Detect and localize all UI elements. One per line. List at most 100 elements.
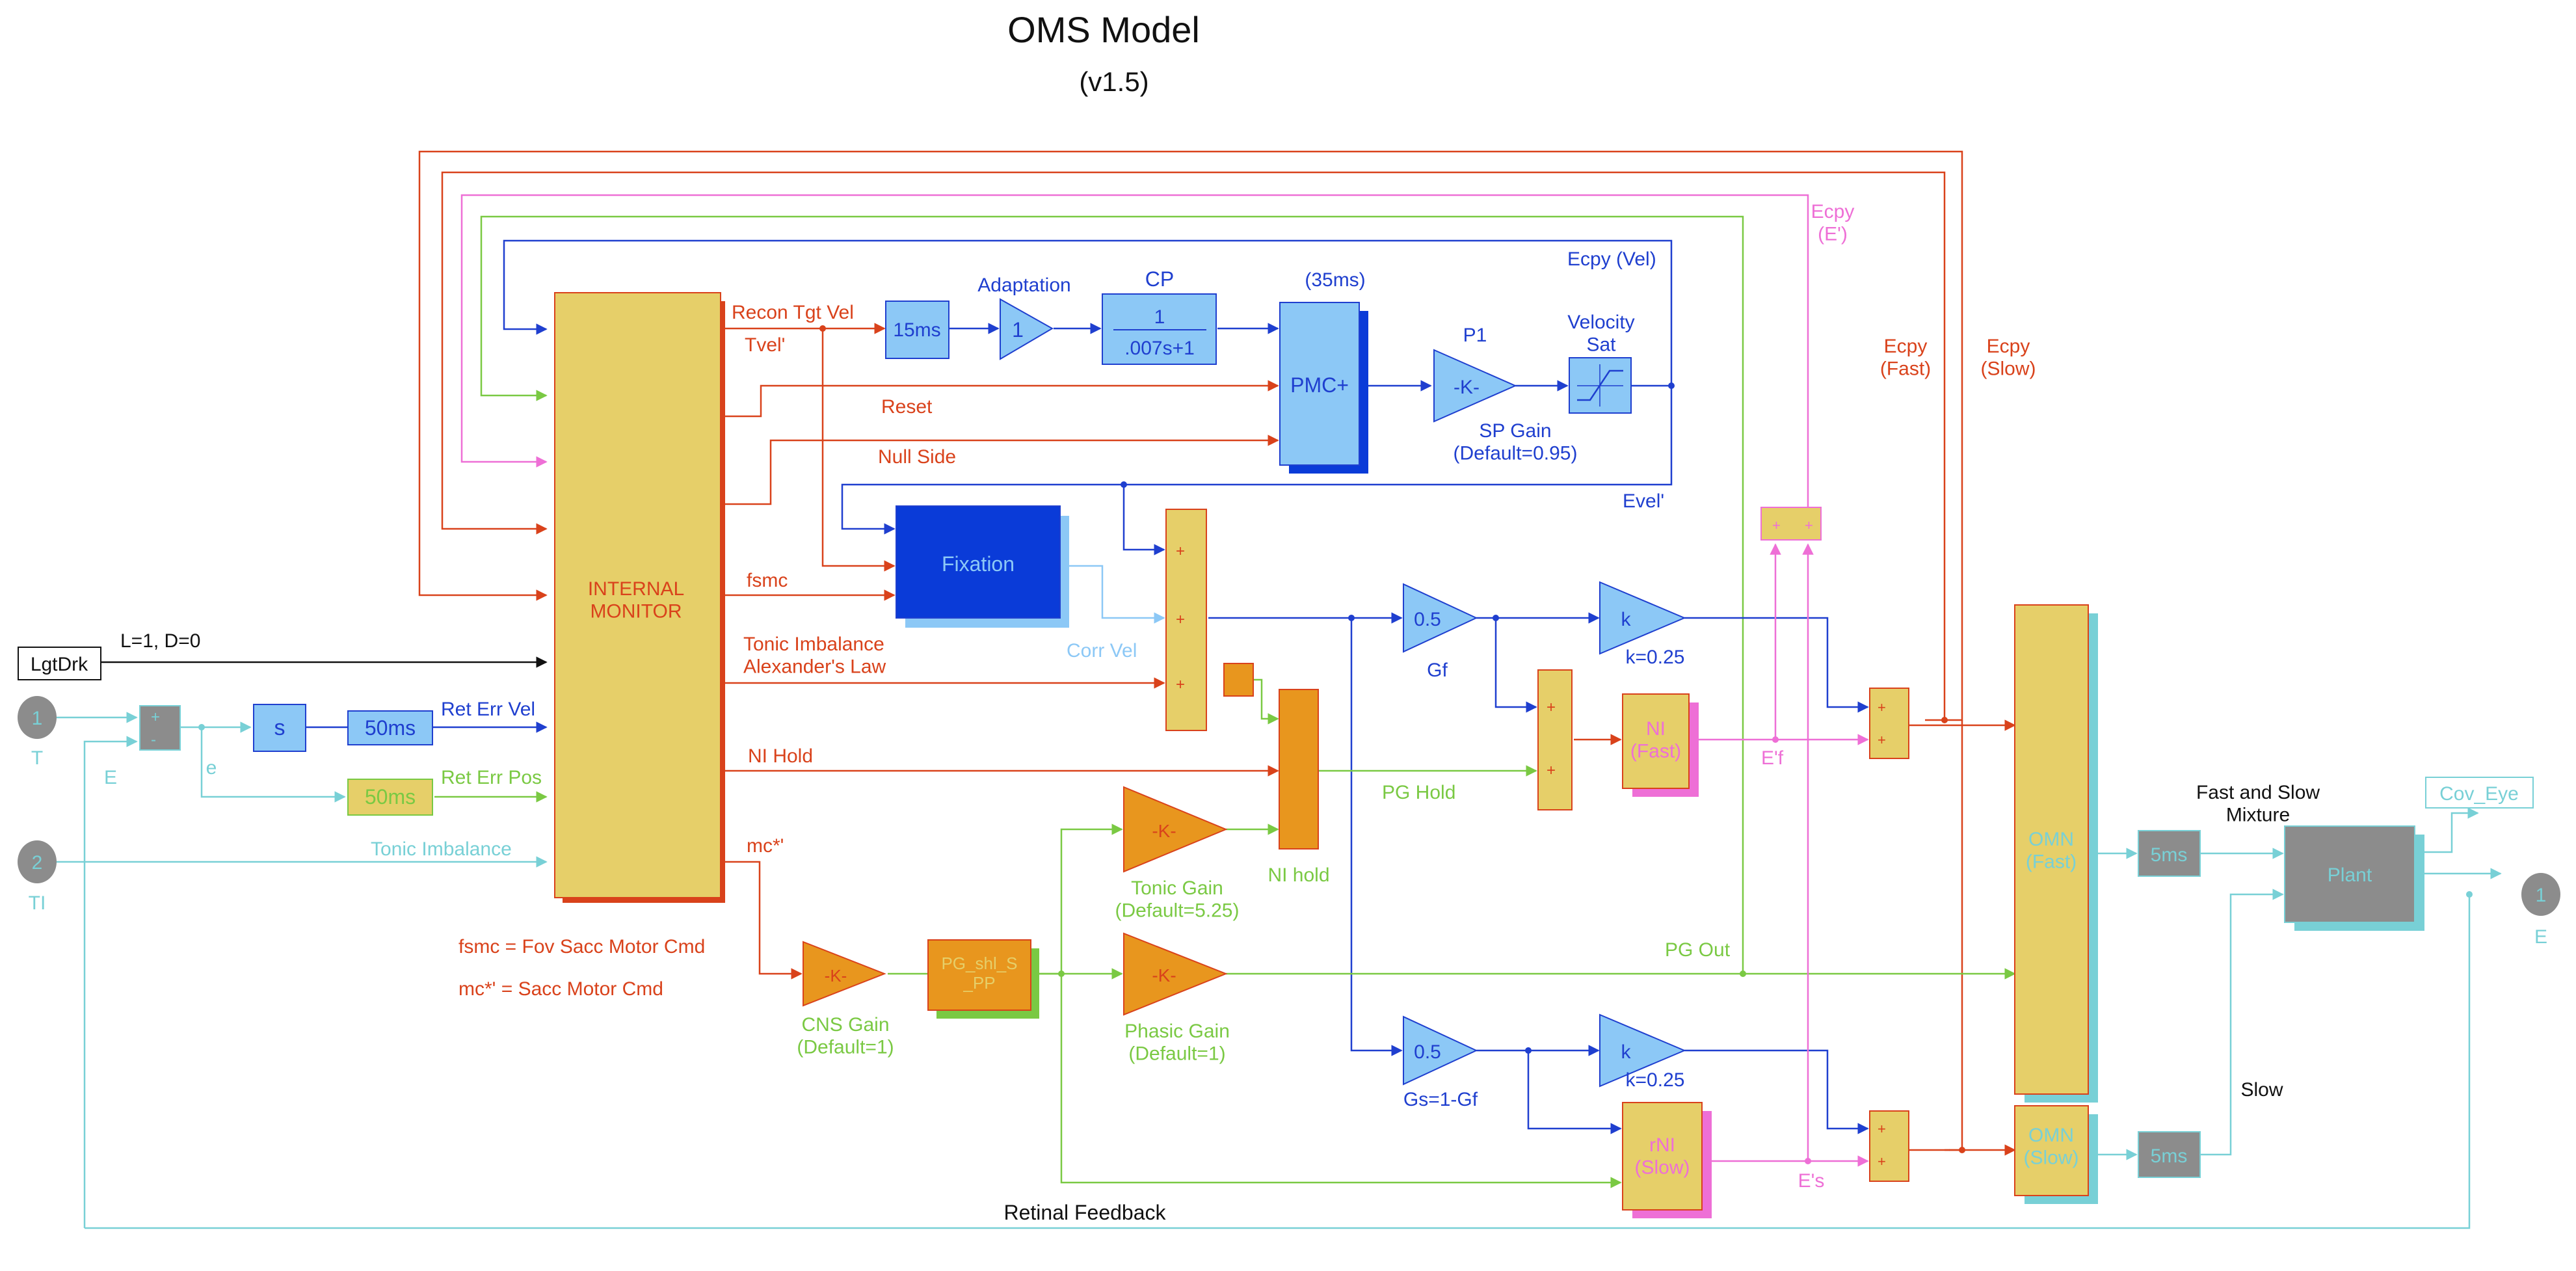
gs-gain-block[interactable]: 0.5 xyxy=(1403,1015,1478,1086)
inport-ti[interactable]: 2 xyxy=(18,840,57,883)
inport-ti-label: TI xyxy=(29,892,46,914)
velocity-saturation-block[interactable] xyxy=(1569,357,1632,414)
k-fast-gain-value: k xyxy=(1621,609,1632,630)
sp-gain-label: SP Gain(Default=0.95) xyxy=(1454,420,1578,464)
gs-label: Gs=1-Gf xyxy=(1403,1089,1478,1110)
omn-slow-block[interactable]: OMN(Slow) xyxy=(2014,1105,2098,1204)
outport-e[interactable]: 1 xyxy=(2521,873,2560,916)
ni-fast-sum-block[interactable]: + + xyxy=(1537,669,1573,810)
pulse-generator-label: PG_shl_S_PP xyxy=(941,954,1017,993)
retinal-feedback-label: Retinal Feedback xyxy=(1003,1201,1166,1224)
inport-t[interactable]: 1 xyxy=(18,696,57,739)
ni-fast-sum-plus-2: + xyxy=(1547,762,1556,779)
ef-label: E'f xyxy=(1761,747,1784,769)
omn-fast-label: OMN(Fast) xyxy=(2026,829,2077,873)
reset-label: Reset xyxy=(881,396,933,418)
gf-gain-block[interactable]: 0.5 xyxy=(1403,583,1478,653)
adaptation-label: Adaptation xyxy=(977,274,1070,296)
delay-5ms-fast-label: 5ms xyxy=(2151,844,2188,866)
omn-fast-block[interactable]: OMN(Fast) xyxy=(2014,604,2098,1103)
derivative-block[interactable]: s xyxy=(253,704,306,752)
cns-gain-block[interactable]: -K- xyxy=(803,941,886,1007)
gs-gain-value: 0.5 xyxy=(1414,1041,1441,1063)
diagram-title: OMS Model xyxy=(1007,9,1200,50)
mc-label: mc*' xyxy=(747,835,784,857)
input-sum-plus: + xyxy=(151,708,160,726)
plant-block[interactable]: Plant xyxy=(2284,825,2424,931)
pg-out-label: PG Out xyxy=(1665,939,1731,961)
delay-5ms-fast-block[interactable]: 5ms xyxy=(2138,830,2201,877)
velocity-sum-block[interactable]: + + + xyxy=(1165,509,1207,731)
fsmc-label: fsmc xyxy=(747,570,788,591)
input-sum-block[interactable]: + - xyxy=(139,705,181,751)
rni-slow-block[interactable]: rNI(Slow) xyxy=(1622,1102,1712,1218)
legend-fsmc: fsmc = Fov Sacc Motor Cmd xyxy=(458,936,705,957)
adaptation-gain-value: 1 xyxy=(1012,318,1024,341)
fast-sum-block[interactable]: + + xyxy=(1869,688,1909,759)
delay-50ms-pos-label: 50ms xyxy=(365,785,416,809)
ni-hold-block[interactable] xyxy=(1279,689,1319,850)
ni-fast-block[interactable]: NI(Fast) xyxy=(1622,693,1699,797)
pg-hold-label: PG Hold xyxy=(1382,782,1455,803)
tonic-imbalance-label: Tonic Imbalance xyxy=(371,838,512,860)
delay-5ms-slow-label: 5ms xyxy=(2151,1145,2188,1167)
lgtdrk-value-label: L=1, D=0 xyxy=(120,630,200,652)
legend-mc: mc*' = Sacc Motor Cmd xyxy=(458,978,663,1000)
recon-tgt-vel-label: Recon Tgt Vel xyxy=(732,302,854,323)
ni-fast-label: NI(Fast) xyxy=(1630,718,1681,762)
delay-15ms-block[interactable]: 15ms xyxy=(885,301,949,359)
adaptation-gain-block[interactable]: 1 xyxy=(1000,298,1054,360)
pulse-generator-block[interactable]: PG_shl_S_PP xyxy=(927,939,1039,1019)
ecpy-slow-label: Ecpy(Slow) xyxy=(1980,336,2036,380)
diagram-subtitle: (v1.5) xyxy=(1079,66,1149,97)
outport-e-number: 1 xyxy=(2536,885,2547,906)
slow-label: Slow xyxy=(2240,1079,2283,1101)
velocity-sum-plus-1: + xyxy=(1176,542,1185,560)
fixation-block[interactable]: Fixation xyxy=(896,505,1069,628)
ni-hold-const-block[interactable] xyxy=(1223,663,1254,697)
phasic-gain-label: Phasic Gain(Default=1) xyxy=(1124,1021,1230,1065)
k-fast-label: k=0.25 xyxy=(1626,647,1685,668)
pmc-block[interactable]: PMC+ xyxy=(1279,302,1368,474)
delay-50ms-pos-block[interactable]: 50ms xyxy=(347,779,433,816)
cp-numerator: 1 xyxy=(1154,306,1165,328)
slow-sum-block[interactable]: + + xyxy=(1869,1110,1909,1182)
cns-gain-label: CNS Gain(Default=1) xyxy=(797,1014,894,1058)
cns-gain-value: -K- xyxy=(825,966,847,985)
tonic-gain-block[interactable]: -K- xyxy=(1123,786,1228,873)
fixation-label: Fixation xyxy=(942,552,1015,576)
k-fast-gain-block[interactable]: k xyxy=(1599,581,1686,655)
omn-slow-label: OMN(Slow) xyxy=(2023,1125,2078,1169)
tonic-gain-value: -K- xyxy=(1152,821,1176,841)
k-slow-gain-value: k xyxy=(1621,1041,1632,1063)
delay-5ms-slow-block[interactable]: 5ms xyxy=(2138,1131,2201,1178)
tvel-label: Tvel' xyxy=(745,334,785,356)
tonic-gain-label: Tonic Gain(Default=5.25) xyxy=(1115,877,1240,922)
ecpy-fast-label: Ecpy(Fast) xyxy=(1880,336,1931,380)
pmc-label: PMC+ xyxy=(1290,373,1349,397)
fast-sum-plus-2: + xyxy=(1878,732,1886,748)
ecpy-e-sum-block[interactable]: + + xyxy=(1760,507,1822,541)
inport-t-label: T xyxy=(31,747,43,769)
k-slow-label: k=0.25 xyxy=(1626,1069,1685,1091)
ni-fast-sum-plus-1: + xyxy=(1547,699,1556,716)
evel-label: Evel' xyxy=(1623,490,1664,512)
k-slow-gain-block[interactable]: k xyxy=(1599,1013,1686,1088)
lgtdrk-block[interactable]: LgtDrk xyxy=(18,647,101,680)
cov-eye-block[interactable]: Cov_Eye xyxy=(2425,777,2534,809)
corr-vel-label: Corr Vel xyxy=(1067,640,1137,662)
cp-transfer-fcn-block[interactable]: 1 .007s+1 xyxy=(1102,293,1217,365)
fast-sum-plus-1: + xyxy=(1878,699,1886,716)
slow-sum-plus-2: + xyxy=(1878,1153,1886,1170)
plant-label: Plant xyxy=(2328,864,2372,886)
ret-err-pos-label: Ret Err Pos xyxy=(441,767,542,788)
delay-50ms-vel-block[interactable]: 50ms xyxy=(347,710,433,745)
p1-gain-block[interactable]: -K- xyxy=(1433,349,1517,423)
outport-e-label: E xyxy=(2534,926,2547,948)
p1-label: P1 xyxy=(1463,325,1487,346)
phasic-gain-block[interactable]: -K- xyxy=(1123,932,1228,1016)
